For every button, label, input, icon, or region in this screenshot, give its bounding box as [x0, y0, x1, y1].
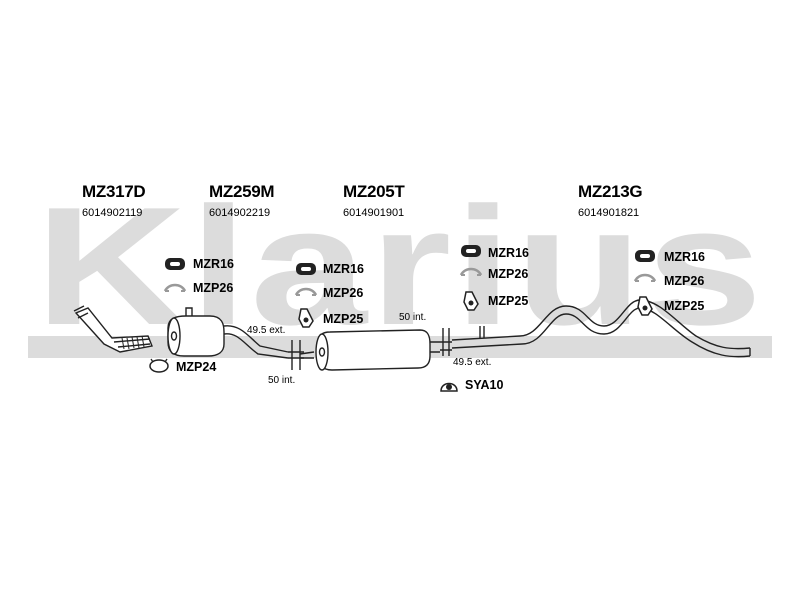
clamp-icon	[459, 267, 483, 276]
bracket-icon	[298, 308, 314, 328]
fitting-label-front-clamp: MZP24	[176, 360, 217, 374]
front-pipe-drawing	[73, 305, 153, 353]
watermark-text: Klarius	[35, 196, 765, 360]
part-code-centre-silencer: MZ205T	[343, 182, 405, 201]
fitting-label-sealing-ring: SYA10	[465, 378, 504, 392]
part-code-front-silencer: MZ259M	[209, 182, 275, 201]
fitting-label-g2-clamp: MZP26	[323, 286, 364, 300]
rear-pipe-drawing	[451, 299, 751, 358]
fitting-label-g1-rubber: MZR16	[193, 257, 234, 271]
part-ref-front-pipe: 6014902119	[82, 207, 143, 219]
part-code-rear-pipe: MZ213G	[578, 182, 643, 201]
rubber-mount-icon	[635, 250, 655, 262]
fitting-label-g1-clamp: MZP26	[193, 281, 234, 295]
fitting-label-g3-clamp: MZP26	[488, 267, 529, 281]
dimension-label-d4: 49.5 ext.	[453, 357, 492, 368]
dimension-label-d2: 50 int.	[268, 375, 296, 386]
clamp-icon	[633, 273, 657, 282]
part-ref-rear-pipe: 6014901821	[578, 207, 640, 219]
part-ref-front-silencer: 6014902219	[209, 207, 271, 219]
sealing-ring-icon	[440, 382, 458, 392]
rubber-mount-icon	[165, 258, 185, 270]
bracket-icon	[637, 296, 653, 316]
fitting-label-g3-bracket: MZP25	[488, 294, 529, 308]
part-ref-centre-silencer: 6014901901	[343, 207, 405, 219]
rubber-mount-icon	[461, 245, 481, 257]
clamp-icon	[294, 287, 318, 296]
fitting-label-g2-rubber: MZR16	[323, 262, 364, 276]
joint-1-drawing	[288, 340, 315, 370]
fitting-label-g4-bracket: MZP25	[664, 299, 705, 313]
joint-2-drawing	[440, 328, 452, 356]
bracket-icon	[463, 291, 479, 311]
fitting-label-g2-bracket: MZP25	[323, 312, 364, 326]
centre-silencer-drawing	[315, 329, 440, 371]
fitting-label-g3-rubber: MZR16	[488, 246, 529, 260]
rubber-mount-icon	[296, 263, 316, 275]
front-silencer-drawing	[167, 307, 289, 359]
ring-clamp-icon	[149, 358, 169, 373]
dimension-label-d3: 50 int.	[399, 312, 427, 323]
fitting-label-g4-rubber: MZR16	[664, 250, 705, 264]
clamp-icon	[163, 283, 187, 292]
part-code-front-pipe: MZ317D	[82, 182, 146, 201]
fitting-label-g4-clamp: MZP26	[664, 274, 705, 288]
dimension-label-d1: 49.5 ext.	[247, 325, 286, 336]
